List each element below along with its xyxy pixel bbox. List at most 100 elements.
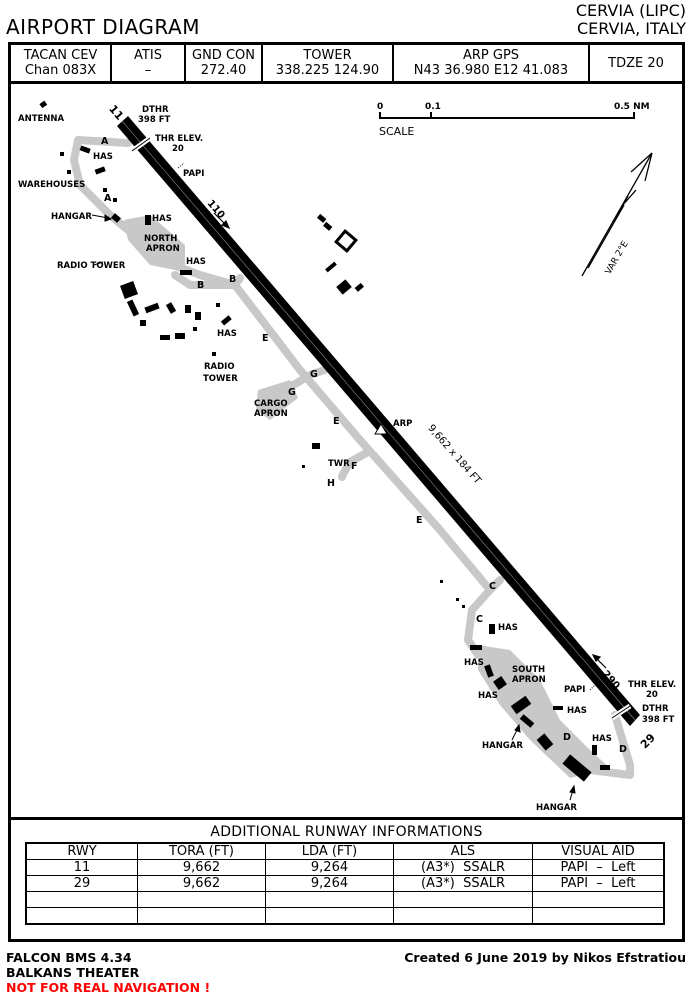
cell-rwy: 29 [25, 875, 138, 892]
north-apron-label-2: APRON [146, 244, 180, 254]
dthr-29-value: 398 FT [642, 715, 675, 725]
has-label: HAS [93, 152, 113, 162]
runway-table: RWY TORA (FT) LDA (FT) ALS VISUAL AID 11… [25, 842, 665, 925]
cell-als: (A3*) SSALR [393, 875, 533, 892]
taxiway-labels: A A B B E E E G G F H C C D D [101, 136, 627, 755]
south-apron [478, 645, 610, 778]
airport-name: CERVIA (LIPC) [575, 1, 686, 20]
scale-tick-0-5: 0.5 NM [614, 102, 650, 112]
has-label: HAS [478, 691, 498, 701]
thr-elev-29-label: THR ELEV. [628, 680, 676, 690]
map-labels: ANTENNA WAREHOUSES HANGAR RADIO TOWER RA… [18, 105, 676, 813]
col-rwy: RWY [25, 842, 138, 860]
has-label: HAS [464, 658, 484, 668]
radio-tower-label-2b: TOWER [203, 374, 238, 384]
table-row: 29 9,662 9,264 (A3*) SSALR PAPI – Left [25, 875, 665, 892]
diagram-frame: TACAN CEV Chan 083X ATIS – GND CON 272.4… [8, 42, 685, 942]
sim-version: FALCON BMS 4.34 [6, 950, 132, 965]
runway-info-section: ADDITIONAL RUNWAY INFORMATIONS RWY TORA … [11, 820, 682, 939]
has-label: HAS [186, 257, 206, 267]
cell-rwy: 11 [25, 859, 138, 876]
scale-tick-0-1: 0.1 [425, 102, 441, 112]
taxiway-d-label: D [563, 732, 571, 743]
papi-11-icon [177, 162, 185, 169]
taxiway-a-label: A [101, 136, 109, 147]
has-label: HAS [217, 329, 237, 339]
warehouses-label: WAREHOUSES [18, 180, 85, 190]
antenna-label: ANTENNA [18, 114, 65, 124]
rwy-11-designator: 11 [106, 102, 126, 122]
north-apron [124, 215, 185, 272]
table-row: 11 9,662 9,264 (A3*) SSALR PAPI – Left [25, 859, 665, 876]
col-lda: LDA (FT) [265, 842, 394, 860]
apron-areas [124, 215, 610, 778]
cell-tora [137, 907, 266, 925]
footer-left: FALCON BMS 4.34 BALKANS THEATER NOT FOR … [6, 950, 210, 995]
radio-tower-label-1: RADIO TOWER [57, 261, 126, 271]
gnd-con-cell: GND CON 272.40 [186, 45, 263, 81]
taxiway-c-label: C [489, 581, 496, 592]
taxiway-g-label: G [288, 387, 296, 398]
taxiway-e-label: E [416, 515, 423, 526]
cell-visual-aid: PAPI – Left [532, 875, 665, 892]
buildings [39, 100, 610, 782]
hangar-label-south-1: HANGAR [482, 741, 523, 751]
north-apron-label-1: NORTH [144, 234, 177, 244]
taxiway-f-label: F [351, 461, 358, 472]
cell-tora: 9,662 [137, 859, 266, 876]
airport-location: CERVIA (LIPC) CERVIA, ITALY [576, 2, 686, 38]
cell-tora: 9,662 [137, 875, 266, 892]
has-label: HAS [498, 623, 518, 633]
gnd-con-value: 272.40 [200, 63, 247, 78]
taxiway-b-label: B [229, 274, 236, 285]
has-label: HAS [152, 214, 172, 224]
cell-lda [265, 891, 394, 908]
arp-gps-cell: ARP GPS N43 36.980 E12 41.083 [394, 45, 590, 81]
map-canvas: ANTENNA WAREHOUSES HANGAR RADIO TOWER RA… [18, 100, 676, 813]
south-apron-label-2: APRON [512, 675, 546, 685]
taxiway-b-label: B [197, 280, 204, 291]
tacan-label: TACAN CEV [23, 48, 98, 63]
table-row [25, 891, 665, 908]
cell-als [393, 907, 533, 925]
taxiway-h-label: H [327, 478, 335, 489]
cargo-apron-label-1: CARGO [254, 399, 288, 409]
runway-11-29 [117, 116, 640, 726]
atis-cell: ATIS – [112, 45, 186, 81]
radio-tower-label-2a: RADIO [204, 362, 235, 372]
footer-credit: Created 6 June 2019 by Nikos Efstratiou [404, 950, 686, 965]
cell-als: (A3*) SSALR [393, 859, 533, 876]
dthr-11-value: 398 FT [138, 115, 171, 125]
pointer-arrows [91, 214, 576, 801]
gnd-con-label: GND CON [192, 48, 255, 63]
atis-value: – [144, 63, 152, 78]
cell-visual-aid [532, 891, 665, 908]
table-header-row: RWY TORA (FT) LDA (FT) ALS VISUAL AID [25, 842, 665, 860]
tower-label: TOWER [303, 48, 352, 63]
page-title: AIRPORT DIAGRAM [6, 15, 200, 39]
thr-elev-11-value: 20 [172, 144, 184, 154]
tower-value: 338.225 124.90 [275, 63, 380, 78]
col-tora: TORA (FT) [137, 842, 266, 860]
has-label: HAS [592, 734, 612, 744]
papi-label-11: PAPI [183, 169, 204, 179]
cell-als [393, 891, 533, 908]
dthr-11-label: DTHR [142, 105, 169, 115]
thr-elev-29-value: 20 [646, 690, 658, 700]
tower-cell: TOWER 338.225 124.90 [263, 45, 394, 81]
taxiway-e-label: E [333, 416, 340, 427]
tdze-cell: TDZE 20 [590, 45, 682, 81]
theater-name: BALKANS THEATER [6, 965, 140, 980]
papi-label-29: PAPI [564, 685, 585, 695]
scale-label: SCALE [379, 125, 414, 138]
table-row [25, 907, 665, 925]
hangar-label-south-2: HANGAR [536, 803, 577, 813]
rwy-29-designator: 29 [638, 731, 658, 751]
hangar-label-north: HANGAR [51, 212, 92, 222]
arp-gps-label: ARP GPS [462, 48, 520, 63]
tdze-label: TDZE 20 [608, 55, 664, 71]
col-als: ALS [393, 842, 533, 860]
info-bar: TACAN CEV Chan 083X ATIS – GND CON 272.4… [11, 45, 682, 84]
taxiway-g-label: G [310, 369, 318, 380]
runway-table-title: ADDITIONAL RUNWAY INFORMATIONS [210, 824, 483, 840]
